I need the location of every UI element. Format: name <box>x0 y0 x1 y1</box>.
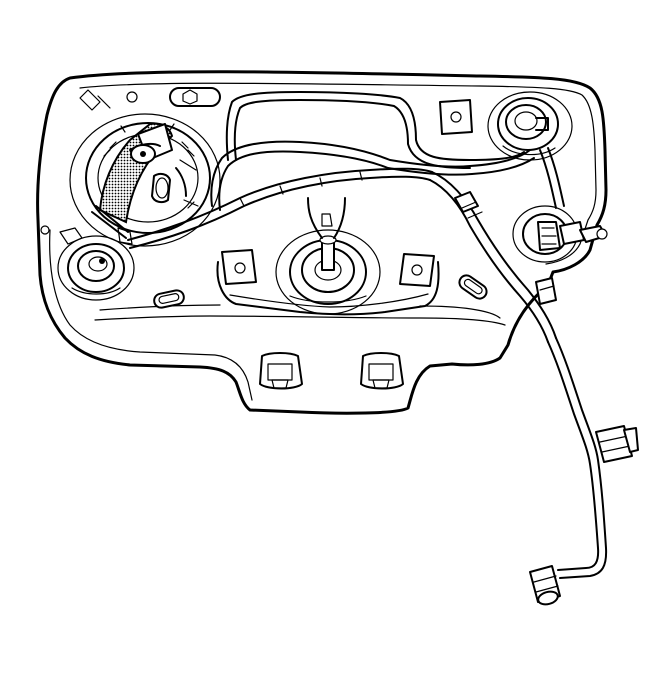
valve-icon <box>512 205 608 263</box>
sender-icon <box>275 197 381 315</box>
tank-ridge-bottom-left <box>40 225 83 245</box>
mount-pocket-right <box>360 352 404 390</box>
center-platform <box>216 261 440 316</box>
mount-pocket-left <box>259 352 303 390</box>
tank-slot-left <box>153 289 185 309</box>
tank-slot-top <box>169 87 221 107</box>
mount-bracket-right <box>399 253 435 287</box>
fuel-sender-left <box>57 235 135 301</box>
fuel-pump-icon <box>69 113 221 247</box>
fuel-sender-right <box>487 91 573 161</box>
tank-slot-right <box>458 274 488 300</box>
mount-bracket-top-right <box>439 99 473 135</box>
pipe-icon <box>127 91 608 579</box>
mount-bracket-left <box>221 249 257 285</box>
tank-ridge-top-left <box>79 89 138 111</box>
fuel-line-connector <box>529 425 639 606</box>
